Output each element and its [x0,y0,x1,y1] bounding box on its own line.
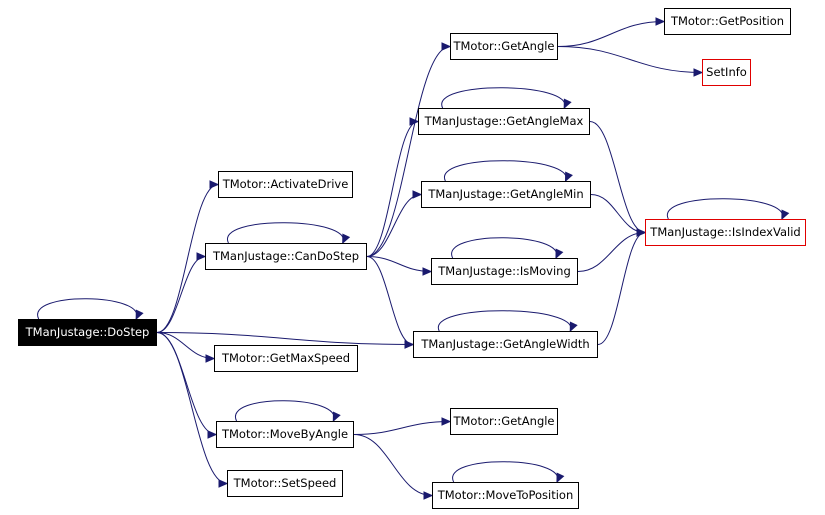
node-canDoStep[interactable]: TManJustage::CanDoStep [205,243,367,270]
edge-isMoving-to-isIndexValid [577,232,646,272]
edge-getAngle1-to-getPosition [557,21,665,47]
edge-doStep-to-getMaxSpeed-arrowhead [205,354,216,363]
edge-doStep-to-activateDrive-arrowhead [209,180,220,189]
node-getAngle-2[interactable]: TMotor::GetAngle [450,408,558,435]
edge-getAngle1-to-setInfo-arrowhead [693,68,704,77]
edge-moveByAngle-to-getAngle2 [353,421,451,435]
edge-canDoStep-to-isMoving-arrowhead [422,267,433,276]
edge-doStep-to-activateDrive [156,184,219,333]
edge-doStep-to-setSpeed [156,332,228,484]
self-loop-getAngleWidth-arrowhead [569,321,578,333]
node-setInfo[interactable]: SetInfo [702,59,751,86]
self-loop-isMoving [451,237,557,259]
node-getAngleWidth[interactable]: TManJustage::GetAngleWidth [413,331,598,358]
edge-canDoStep-to-getAngleMax-arrowhead [409,117,420,126]
edge-getAngleWidth-to-isIndexValid-arrowhead [636,228,647,237]
self-loop-moveToPosition-arrowhead [556,472,565,484]
edge-doStep-to-getAngleWidth [156,332,414,345]
node-isIndexValid[interactable]: TManJustage::IsIndexValid [645,219,806,246]
node-doStep: TManJustage::DoStep [18,319,157,346]
node-moveToPosition[interactable]: TMotor::MoveToPosition [432,482,579,509]
edge-canDoStep-to-getAngleWidth [366,256,414,345]
edge-canDoStep-to-getAngleMin-arrowhead [412,190,423,199]
self-loop-isIndexValid-arrowhead [781,209,790,221]
self-loop-doStep [37,298,138,320]
self-loop-canDoStep-arrowhead [342,233,351,245]
self-loop-getAngleMax-arrowhead [563,98,572,110]
edge-canDoStep-to-getAngleMax [366,121,419,257]
edge-doStep-to-canDoStep-arrowhead [196,252,207,261]
edge-canDoStep-to-getAngle1 [366,46,451,257]
self-loop-moveByAngle [235,400,335,422]
edge-moveByAngle-to-getAngle2-arrowhead [441,417,452,426]
edge-canDoStep-to-getAngle1-arrowhead [441,42,452,51]
self-loop-isIndexValid [666,198,783,220]
edge-doStep-to-moveByAngle-arrowhead [207,430,218,439]
edge-getAngleMax-to-isIndexValid [589,121,646,233]
self-loop-isMoving-arrowhead [555,248,564,260]
self-loop-getAngleMin-arrowhead [564,171,573,183]
edge-doStep-to-moveByAngle [156,332,217,435]
edge-moveByAngle-to-moveToPosition-arrowhead [423,491,434,500]
self-loop-doStep-arrowhead [135,309,144,321]
node-moveByAngle[interactable]: TMotor::MoveByAngle [216,421,354,448]
edge-getAngleMin-to-isIndexValid [590,194,646,233]
node-getPosition[interactable]: TMotor::GetPosition [664,8,791,35]
self-loop-getAngleMin [444,160,567,182]
edge-getAngleWidth-to-isIndexValid [597,232,646,345]
edge-getAngle1-to-setInfo [557,46,703,73]
node-getAngleMax[interactable]: TManJustage::GetAngleMax [418,108,590,135]
node-isMoving[interactable]: TManJustage::IsMoving [431,258,578,285]
edge-getAngle1-to-getPosition-arrowhead [655,17,666,26]
node-getMaxSpeed[interactable]: TMotor::GetMaxSpeed [214,345,358,372]
self-loop-moveToPosition [452,461,558,483]
edge-canDoStep-to-getAngleWidth-arrowhead [404,340,415,349]
self-loop-getAngleWidth [438,310,571,332]
self-loop-moveByAngle-arrowhead [332,411,341,423]
edge-doStep-to-canDoStep [156,256,206,333]
edge-moveByAngle-to-moveToPosition [353,434,433,496]
edge-canDoStep-to-getAngleMin [366,194,422,257]
node-getAngleMin[interactable]: TManJustage::GetAngleMin [421,181,591,208]
node-setSpeed[interactable]: TMotor::SetSpeed [227,470,343,497]
self-loop-getAngleMax [441,87,566,109]
node-getAngle-1[interactable]: TMotor::GetAngle [450,33,558,60]
self-loop-canDoStep [227,222,344,244]
node-activateDrive[interactable]: TMotor::ActivateDrive [218,171,353,198]
edge-doStep-to-setSpeed-arrowhead [218,479,229,488]
